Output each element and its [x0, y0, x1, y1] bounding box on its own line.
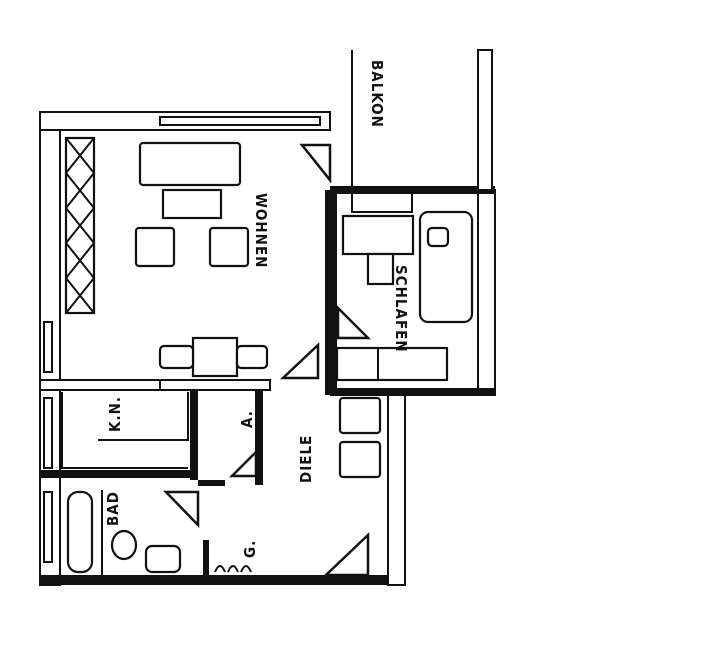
label-balcony: BALKON — [368, 60, 386, 128]
living-furniture — [64, 136, 269, 378]
armchair — [134, 226, 176, 268]
left-windows — [43, 321, 53, 563]
dresser — [335, 346, 449, 382]
entrance-door — [322, 532, 370, 577]
coat-hooks — [214, 565, 252, 573]
bedroom-bottom-wall — [330, 388, 495, 396]
living-bedroom-wall — [325, 190, 337, 395]
storage-bottom-wall — [198, 480, 225, 486]
label-wardrobe: G. — [241, 540, 259, 558]
chair — [235, 344, 269, 370]
balcony-right-wall — [477, 49, 493, 191]
room-labels: BALKON WOHNEN SCHLAFEN K.N. A. DIELE BAD… — [104, 60, 410, 558]
bedroom-door — [336, 304, 372, 340]
bath-fixtures — [66, 490, 252, 575]
bed — [341, 214, 415, 256]
label-bath: BAD — [104, 491, 122, 526]
nightstand — [366, 252, 395, 286]
bedroom-top-wall — [330, 186, 495, 194]
hall-cabinet — [338, 396, 382, 435]
living-door — [279, 342, 320, 380]
top-exterior-wall — [39, 111, 331, 131]
storage-wall — [255, 390, 263, 485]
bedroom-right-wall — [477, 189, 496, 396]
armchair — [208, 226, 250, 268]
living-window — [159, 116, 321, 126]
hall-cabinet — [338, 440, 382, 479]
hall-right-wall — [387, 389, 406, 586]
doors — [163, 143, 372, 577]
bath-right-wall — [203, 540, 209, 580]
bottom-exterior-wall — [40, 575, 405, 585]
living-bottom-wall-left — [39, 379, 161, 391]
bedroom-furniture — [335, 210, 474, 382]
coffee-table — [161, 188, 223, 220]
bath-door — [163, 490, 200, 529]
walls — [39, 49, 496, 586]
sink — [144, 544, 182, 574]
label-bedroom: SCHLAFEN — [392, 265, 410, 353]
label-living: WOHNEN — [252, 193, 270, 268]
chair — [158, 344, 195, 370]
kitchen-wall — [190, 390, 198, 480]
label-hall: DIELE — [297, 435, 315, 483]
dining-table — [191, 336, 239, 378]
sofa — [138, 141, 242, 187]
label-kitchen-niche: K.N. — [106, 396, 124, 432]
storage-door — [228, 448, 258, 478]
toilet — [110, 529, 138, 561]
kitchen-counter — [61, 392, 189, 469]
label-storage: A. — [238, 410, 256, 428]
balcony-door — [299, 143, 332, 184]
pillow — [426, 226, 450, 248]
bathtub — [66, 490, 94, 574]
bedroom-window — [351, 191, 413, 213]
living-bottom-wall-right — [159, 379, 271, 391]
kitchen-bath-wall — [40, 470, 190, 478]
